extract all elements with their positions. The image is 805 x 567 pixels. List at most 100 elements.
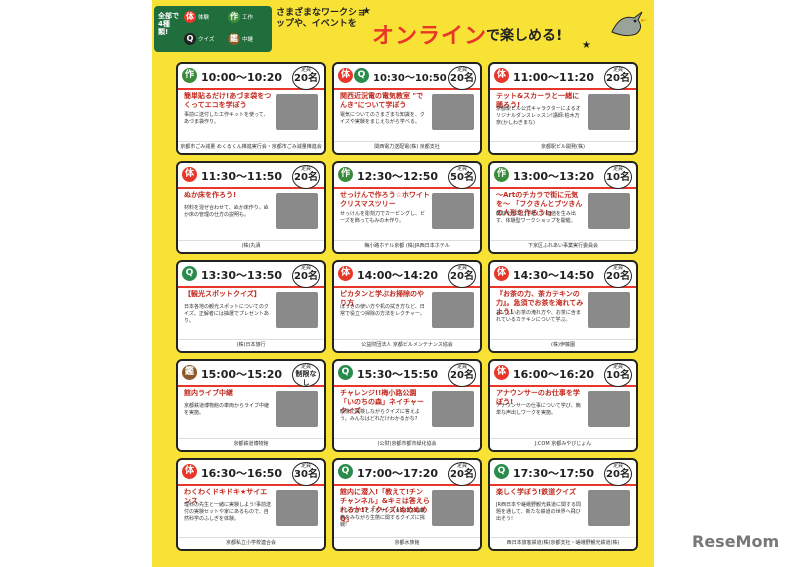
category-icon: Q [354, 68, 369, 83]
capacity-badge: 定員 20名 [448, 363, 476, 387]
event-time: 15:00〜15:20 [201, 368, 283, 381]
event-time: 16:30〜16:50 [201, 467, 283, 480]
organizer: 西日本旅客鉄道(株)京都支社・嵯峨野観光鉄道(株) [490, 537, 636, 549]
organizer: J:COM 京都みやびじょん [490, 438, 636, 450]
event-description: 事前に送付した工作キットを使って、あづま袋作り。 [184, 112, 269, 125]
event-title: 簡単貼るだけ!あづま袋をつくってエコを学ぼう [184, 92, 272, 109]
category-taiken: 体体験 [184, 11, 209, 23]
event-time: 17:30〜17:50 [513, 467, 595, 480]
event-title: アナウンサーのお仕事を学ぼう! [496, 389, 580, 406]
category-label: クイズ [198, 37, 215, 43]
star-icon: ★ [362, 6, 371, 17]
event-time: 13:00〜13:20 [513, 170, 595, 183]
capacity-badge: 定員 20名 [292, 66, 320, 90]
event-photo [588, 391, 630, 427]
event-card: 体 16:30〜16:50 定員 30名 わくわくドキドキ★サイエンス 理科の先… [176, 458, 326, 551]
capacity-label: 定員 [300, 166, 311, 172]
event-card: 体 14:00〜14:20 定員 20名 ピカタンと学ぶお掃除のやり方 ほうきの… [332, 260, 482, 353]
capacity-value: 20名 [606, 469, 630, 480]
capacity-badge: 定員 20名 [448, 264, 476, 288]
kousaku-icon: 作 [228, 11, 240, 23]
capacity-label: 定員 [300, 364, 311, 370]
event-time: 10:00〜10:20 [201, 71, 283, 84]
event-card: Q 17:00〜17:20 定員 20名 館内に潜入!「教えて!チンチャンネル」… [332, 458, 482, 551]
organizer: 京都水族館 [334, 537, 480, 549]
capacity-value: 20名 [450, 469, 474, 480]
event-description: 廃材を加工して新しい価値を生み出す、体験型ワークショップを開催。 [496, 211, 576, 224]
category-icon: Q [338, 365, 353, 380]
capacity-label: 定員 [456, 67, 467, 73]
category-icon: 体 [338, 68, 353, 83]
event-card: 鑑 15:00〜15:20 定員 制限なし 館内ライブ中継 京都鉄道博物館の車両… [176, 359, 326, 452]
event-card: 作 12:30〜12:50 定員 50名 せっけんで作ろう☆ホワイトクリスマスツ… [332, 161, 482, 254]
event-time: 13:30〜13:50 [201, 269, 283, 282]
card-header: 作 12:30〜12:50 定員 50名 [334, 163, 480, 189]
card-header: 体 14:00〜14:20 定員 20名 [334, 262, 480, 288]
event-photo [276, 490, 318, 526]
capacity-label: 定員 [612, 67, 623, 73]
event-title: 【観光スポットクイズ】 [184, 290, 261, 298]
card-header: 体 14:30〜14:50 定員 20名 [490, 262, 636, 288]
star-icon: ★ [582, 40, 591, 51]
capacity-value: 20名 [606, 73, 630, 84]
event-card: Q 17:30〜17:50 定員 20名 楽しく学ぼう!鉄道クイズ JR西日本や… [488, 458, 638, 551]
organizer: (株)伊藤園 [490, 339, 636, 351]
capacity-value: 20名 [450, 271, 474, 282]
category-icon: 作 [182, 68, 197, 83]
capacity-value: 10名 [606, 370, 630, 381]
capacity-value: 10名 [606, 172, 630, 183]
event-photo [588, 94, 630, 130]
capacity-value: 30名 [294, 469, 318, 480]
capacity-badge: 定員 10名 [604, 165, 632, 189]
event-photo [276, 292, 318, 328]
capacity-label: 定員 [456, 463, 467, 469]
capacity-value: 20名 [606, 271, 630, 282]
capacity-label: 定員 [456, 364, 467, 370]
event-photo [432, 193, 474, 229]
category-icon: 鑑 [182, 365, 197, 380]
watermark-logo: ReseMom [692, 532, 780, 551]
capacity-value: 制限なし [295, 370, 317, 387]
event-title: 館内ライブ中継 [184, 389, 233, 397]
event-card: 作 13:00〜13:20 定員 10名 〜Artのチカラで街に元気を〜 「フク… [488, 161, 638, 254]
quiz-icon: Q [184, 33, 196, 45]
header-subtitle: さまざまなワークショップや、イベントを [276, 8, 367, 29]
event-description: 京都鉄道博物館の車両からライブ中継を実施。 [184, 403, 270, 416]
organizer: (株)丸漬 [178, 240, 324, 252]
capacity-badge: 定員 20名 [448, 462, 476, 486]
event-photo [432, 94, 474, 130]
organizer: 京都鉄道博物館 [178, 438, 324, 450]
event-time: 14:30〜14:50 [513, 269, 595, 282]
event-title: 〜Artのチカラで街に元気を〜 「フクきんとブツきんの人形を作ろう!」 [496, 191, 583, 217]
event-card: 作 10:00〜10:20 定員 20名 簡単貼るだけ!あづま袋をつくってエコを… [176, 62, 326, 155]
card-header: 作 10:00〜10:20 定員 20名 [178, 64, 324, 90]
event-card: 体 11:30〜11:50 定員 20名 ぬか床を作ろう! 材料を混ぜ合わせて、… [176, 161, 326, 254]
event-title: 『お茶の力、茶カテキンの力』。急須でお茶を淹れてみよう! [496, 290, 584, 316]
card-header: Q 17:00〜17:20 定員 20名 [334, 460, 480, 486]
event-time: 14:00〜14:20 [357, 269, 439, 282]
organizer: 下京区ふれあい事業実行委員会 [490, 240, 636, 252]
card-header: 体 11:00〜11:20 定員 20名 [490, 64, 636, 90]
event-description: せっけんを彫刻刀でカービングし、ビーズを飾ってもみの木作り。 [340, 211, 426, 224]
event-time: 12:30〜12:50 [357, 170, 439, 183]
capacity-badge: 定員 20名 [292, 264, 320, 288]
event-title: ぬか床を作ろう! [184, 191, 237, 199]
event-photo [588, 292, 630, 328]
capacity-badge: 定員 20名 [292, 165, 320, 189]
card-header: Q 15:30〜15:50 定員 20名 [334, 361, 480, 387]
event-title: ピカタンと学ぶお掃除のやり方 [340, 290, 424, 307]
capacity-label: 定員 [300, 463, 311, 469]
event-description: チンアナゴとオオサンショウウオの映像をみながら生態に関するクイズに挑戦! [340, 508, 425, 528]
card-header: 体 11:30〜11:50 定員 20名 [178, 163, 324, 189]
organizer: 京都私立小学校連合会 [178, 537, 324, 549]
organizer: (公財)京都市都市緑化協会 [334, 438, 480, 450]
capacity-badge: 定員 10名 [604, 363, 632, 387]
event-title: テット&スカーラと一緒に踊ろう! [496, 92, 580, 109]
event-time: 17:00〜17:20 [357, 467, 439, 480]
card-header: Q 17:30〜17:50 定員 20名 [490, 460, 636, 486]
category-icon: 体 [182, 464, 197, 479]
event-description: 京都駅ビル公式キャラクターによるオリジナルダンスレッスン!講師:柏木万奈(かしわ… [496, 106, 581, 126]
